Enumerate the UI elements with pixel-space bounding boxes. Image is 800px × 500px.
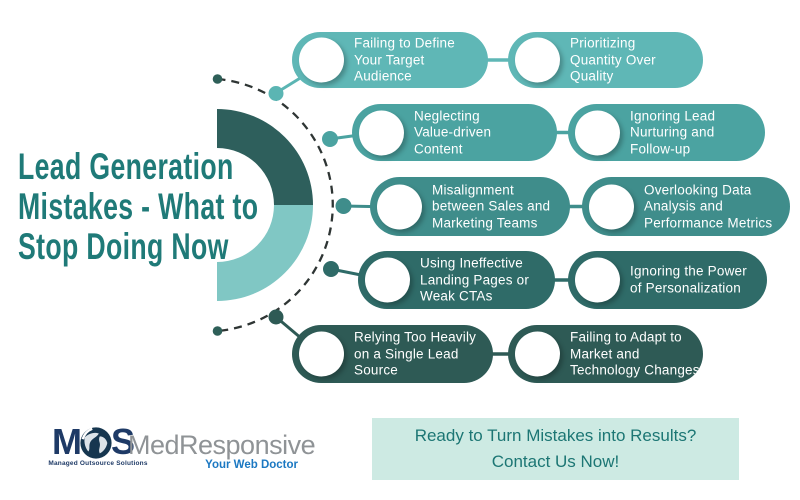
mistake-label: Relying Too Heavily on a Single Lead Sou…: [354, 329, 477, 378]
pill-bullet-circle: [575, 257, 620, 303]
arc-dot-row1: [268, 86, 284, 101]
pill-bullet-circle: [359, 110, 404, 155]
mistake-label: Failing to Define Your Target Audience: [354, 35, 455, 84]
mistake-pill-7: Using Ineffective Landing Pages or Weak …: [358, 251, 555, 309]
cta-line1: Ready to Turn Mistakes into Results?: [414, 426, 697, 445]
mistake-pill-3: Neglecting Value-driven Content: [352, 104, 557, 161]
pill-bullet-circle: [589, 184, 634, 229]
mistake-pill-2: Prioritizing Quantity Over Quality: [508, 32, 703, 88]
mistake-pill-8: Ignoring the Power of Personalization: [568, 251, 767, 309]
brand-slogan: Your Web Doctor: [205, 459, 298, 471]
mistake-label: Using Ineffective Landing Pages or Weak …: [420, 255, 530, 304]
arc-end-dot-top: [212, 74, 223, 84]
mistake-label: Prioritizing Quantity Over Quality: [570, 35, 656, 84]
pill-bullet-circle: [377, 184, 422, 229]
donut-light-segment: [217, 205, 313, 301]
cta-banner[interactable]: Ready to Turn Mistakes into Results? Con…: [372, 418, 739, 480]
pill-bullet-circle: [515, 331, 560, 377]
mistake-label: Neglecting Value-driven Content: [414, 107, 492, 156]
mistake-pill-10: Failing to Adapt to Market and Technolog…: [508, 325, 703, 383]
arc-dot-row4: [323, 261, 339, 277]
logo-tagline: Managed Outsource Solutions: [48, 460, 148, 467]
mistake-pill-1: Failing to Define Your Target Audience: [292, 32, 488, 88]
arc-dot-row3: [335, 198, 352, 214]
pill-bullet-circle: [575, 110, 620, 155]
arc-dot-row5: [268, 309, 284, 325]
mistake-label: Ignoring the Power of Personalization: [630, 263, 747, 296]
pill-bullet-circle: [299, 331, 344, 377]
logo-letter-s: S: [111, 421, 135, 462]
brand-name: MedResponsive: [128, 430, 316, 460]
mistake-pill-4: Ignoring Lead Nurturing and Follow-up: [568, 104, 765, 161]
mos-monogram: M S: [52, 421, 135, 462]
globe-icon: [80, 427, 112, 459]
pill-bullet-circle: [365, 257, 410, 303]
brand-logo[interactable]: M S Managed Outsource Solutions MedRespo…: [48, 421, 315, 480]
mistake-pill-5: Misalignment between Sales and Marketing…: [370, 177, 570, 236]
mistake-pill-9: Relying Too Heavily on a Single Lead Sou…: [292, 325, 493, 383]
mistake-pill-6: Overlooking Data Analysis and Performanc…: [582, 177, 790, 236]
pill-bullet-circle: [515, 37, 560, 83]
pill-bullet-circle: [299, 37, 344, 83]
arc-dot-row2: [322, 131, 338, 147]
logo-letter-m: M: [52, 421, 82, 462]
mistake-label: Ignoring Lead Nurturing and Follow-up: [630, 107, 716, 156]
mistake-label: Misalignment between Sales and Marketing…: [432, 181, 551, 230]
arc-end-dot-bottom: [212, 326, 223, 336]
mistake-label: Failing to Adapt to Market and Technolog…: [570, 329, 700, 378]
page-title: Lead Generation Mistakes - What to Stop …: [18, 146, 259, 267]
mistake-label: Overlooking Data Analysis and Performanc…: [644, 181, 773, 230]
donut-dark-segment: [217, 109, 313, 205]
cta-line2: Contact Us Now!: [491, 452, 620, 471]
